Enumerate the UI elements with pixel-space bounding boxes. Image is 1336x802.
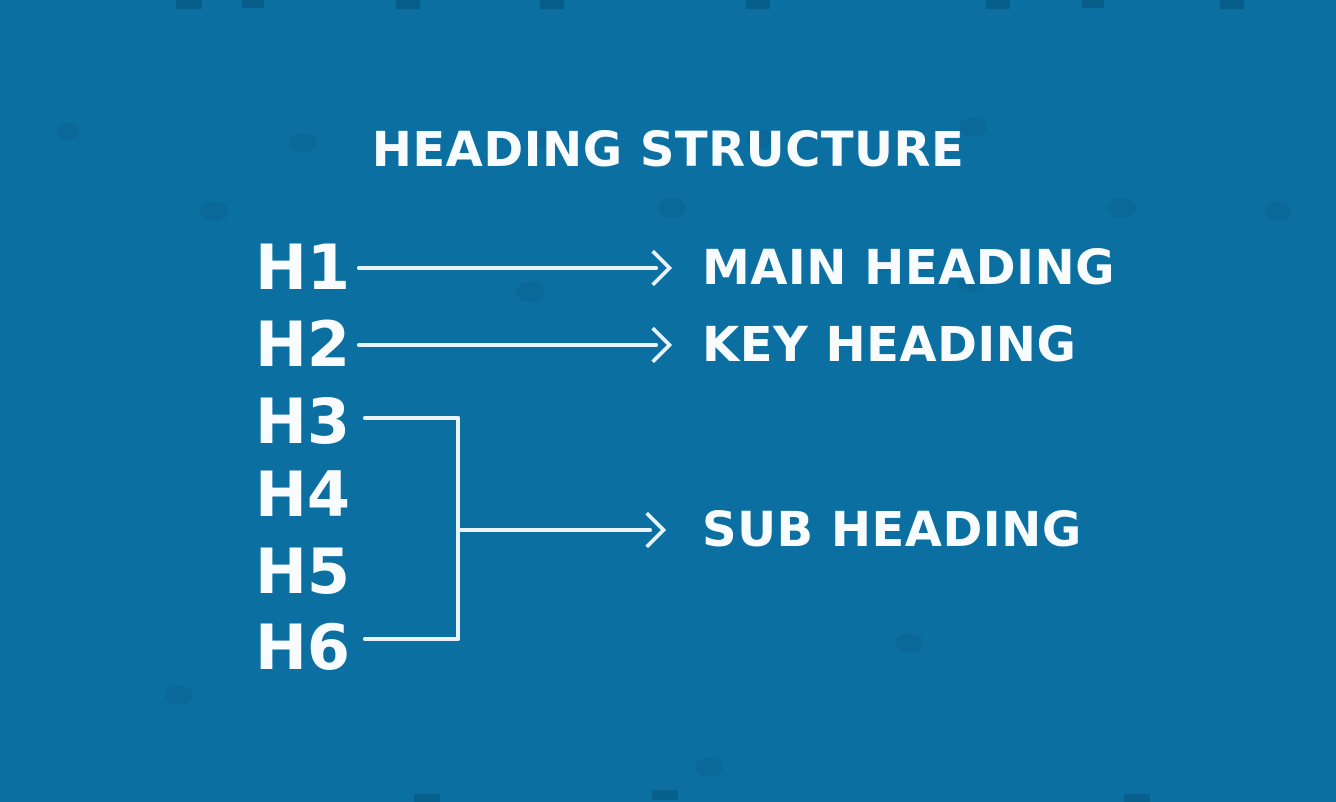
target-sub-heading: SUB HEADING <box>702 502 1082 558</box>
arrow-head-icon <box>635 249 673 287</box>
target-main-heading: MAIN HEADING <box>702 240 1116 296</box>
heading-tag-h1: H1 <box>255 231 351 304</box>
page-title: HEADING STRUCTURE <box>371 122 965 178</box>
arrow-shaft <box>357 343 658 347</box>
heading-tag-h4: H4 <box>255 458 351 531</box>
heading-tag-h5: H5 <box>255 535 351 608</box>
heading-tag-h2: H2 <box>255 308 351 381</box>
arrow-head-icon <box>635 326 673 364</box>
right-arrow-icon <box>357 323 673 367</box>
right-arrow-icon <box>357 246 673 290</box>
arrow-head-icon <box>629 511 667 549</box>
heading-tag-h6: H6 <box>255 611 351 684</box>
right-arrow-icon <box>458 508 667 552</box>
heading-tag-h3: H3 <box>255 385 351 458</box>
arrow-shaft <box>357 266 658 270</box>
arrow-shaft <box>458 528 652 532</box>
bracket-top-connector <box>363 416 458 420</box>
target-key-heading: KEY HEADING <box>702 317 1077 373</box>
bracket-bottom-connector <box>363 637 458 641</box>
